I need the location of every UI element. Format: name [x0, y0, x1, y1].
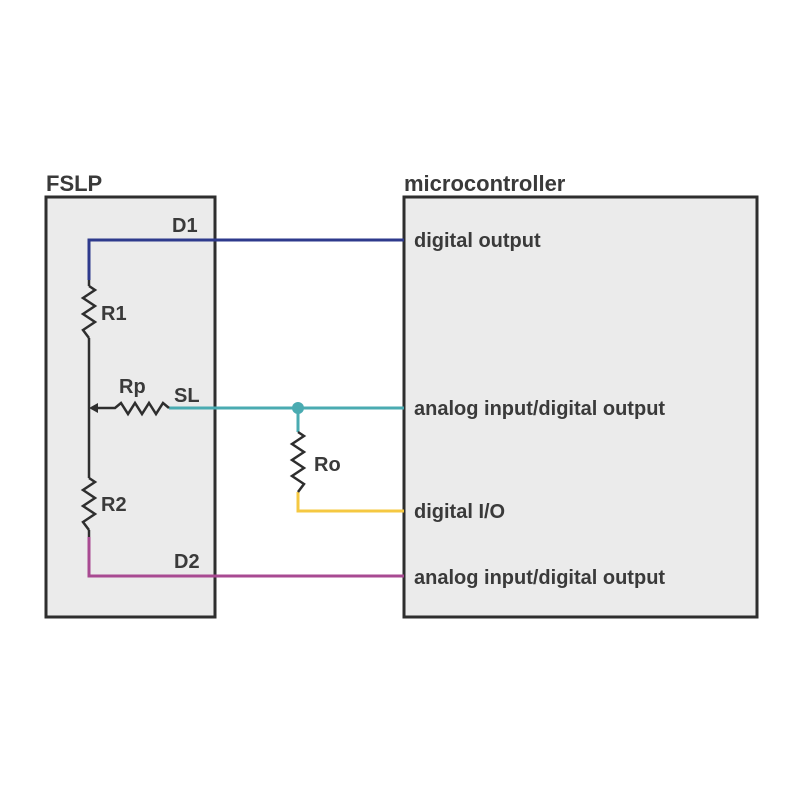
mcu-sl-analog-label: analog input/digital output: [414, 398, 665, 420]
d1-wire: [87, 238, 404, 280]
r1-label: R1: [101, 303, 127, 325]
pin-d2-label: D2: [174, 551, 200, 573]
wiper-arrowhead: [89, 403, 98, 413]
rp-label: Rp: [119, 376, 146, 398]
d2-wire: [87, 537, 404, 578]
mcu-digital-io-label: digital I/O: [414, 501, 505, 523]
rp-resistor: [96, 400, 170, 417]
fslp-title: FSLP: [46, 171, 102, 196]
digital-io-wire: [296, 492, 404, 513]
mcu-d2-analog-label: analog input/digital output: [414, 567, 665, 589]
junction-dot: [292, 402, 304, 414]
pin-sl-label: SL: [174, 385, 200, 407]
r2-label: R2: [101, 494, 127, 516]
r2-resistor: [80, 476, 98, 531]
r1-resistor: [80, 284, 98, 339]
mcu-digital-output-label: digital output: [414, 230, 541, 252]
pin-d1-label: D1: [172, 215, 198, 237]
ro-label: Ro: [314, 454, 341, 476]
microcontroller-box: [402, 195, 759, 619]
microcontroller-title: microcontroller: [404, 171, 566, 196]
ro-resistor: [289, 430, 307, 493]
